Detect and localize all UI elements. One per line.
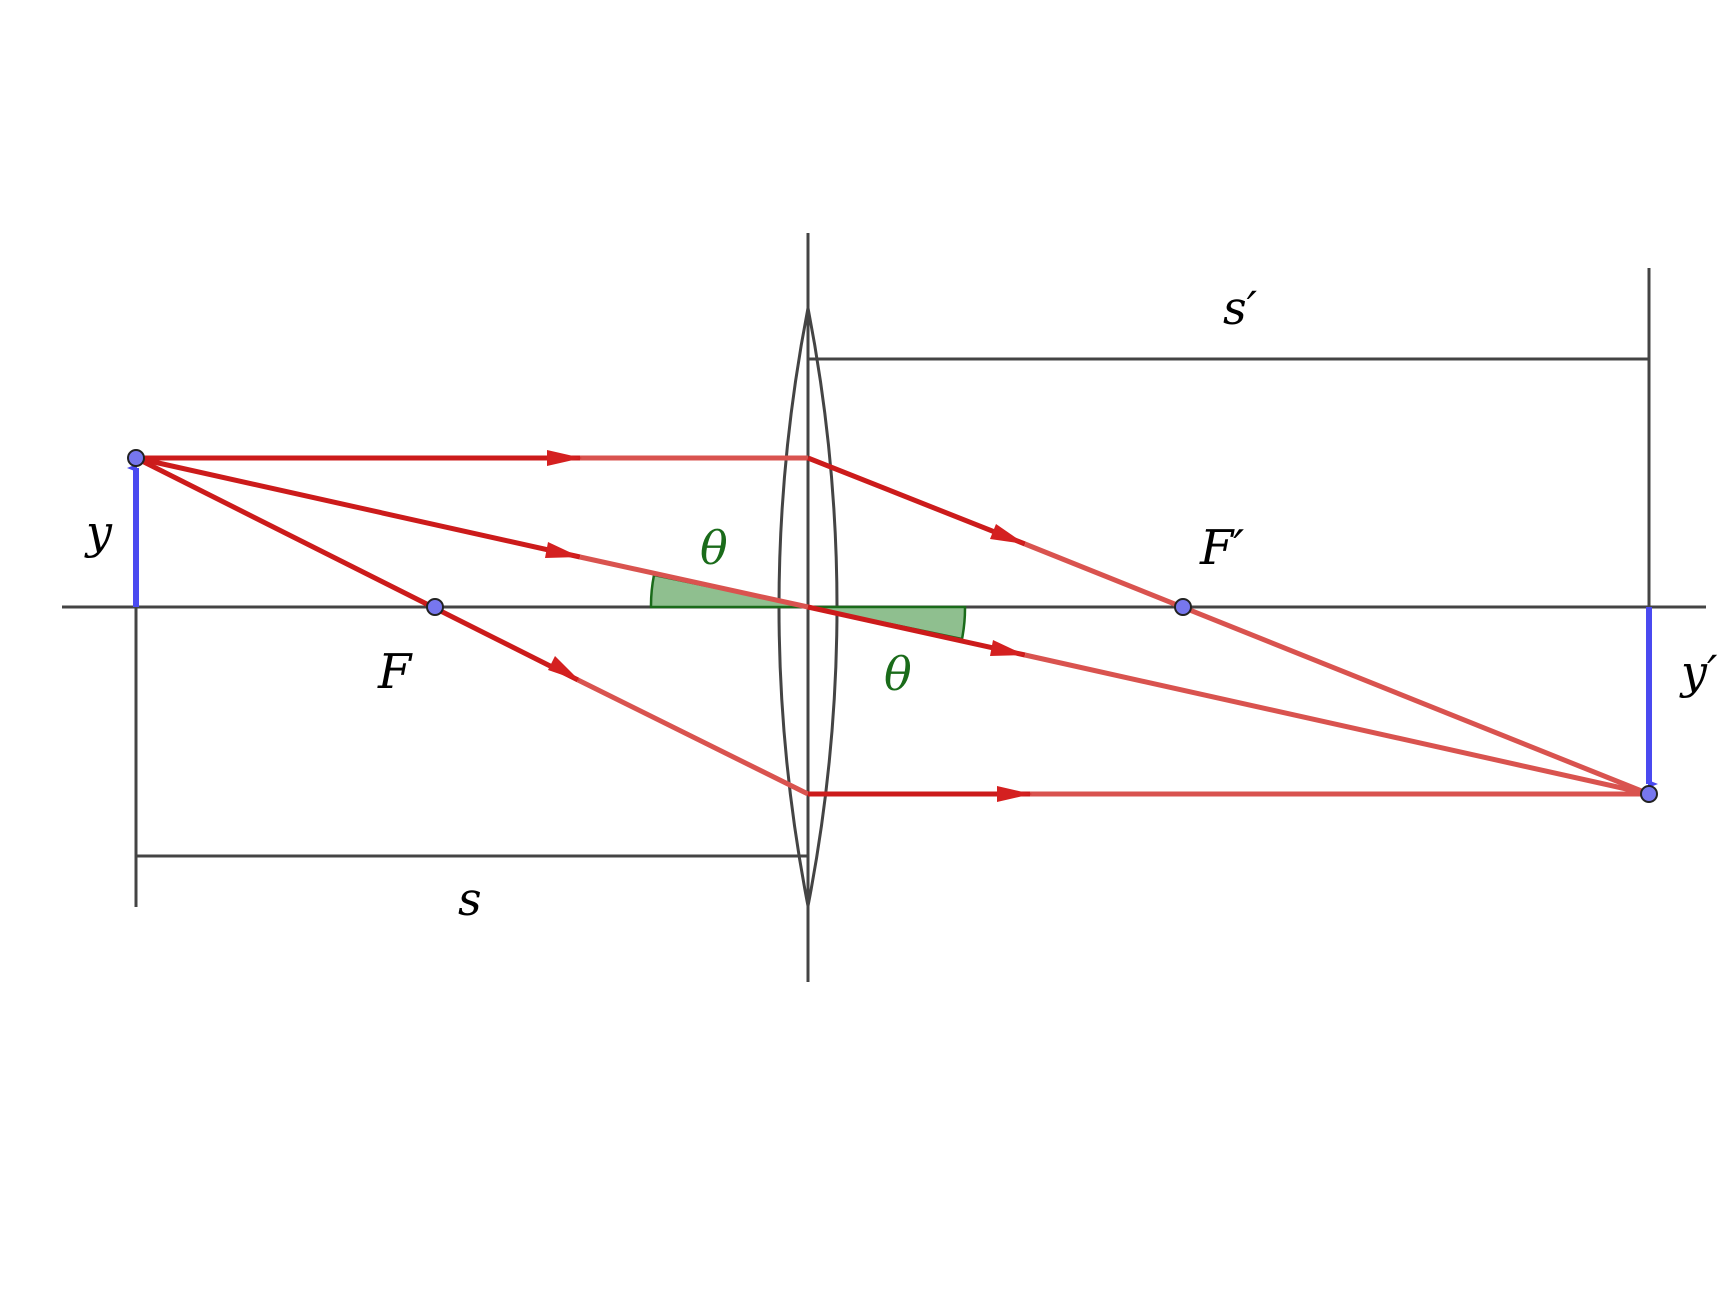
label-angle-theta-left: θ (700, 521, 728, 575)
converging-lens (777, 307, 839, 907)
label-y: y (84, 505, 113, 559)
label-focal-front: F (377, 644, 413, 700)
ray-chief-arrow-2 (990, 640, 1025, 656)
image-tip-point (1640, 785, 1658, 803)
ray-focal-arrow-1 (548, 656, 580, 681)
label-y-prime: y′ (1679, 645, 1718, 699)
ray-chief (135, 455, 1650, 797)
label-s: s (458, 872, 482, 926)
focal-point-front (426, 598, 444, 616)
ray-parallel-arrow-1 (547, 450, 582, 466)
ray-parallel-arrow-2 (990, 524, 1025, 544)
label-focal-back: F′ (1199, 520, 1244, 576)
ray-parallel (136, 450, 1650, 797)
object-tip-point (127, 449, 145, 467)
ray-focal (134, 455, 1649, 802)
focal-point-back (1174, 598, 1192, 616)
ray-chief-arrow-1 (545, 542, 580, 558)
label-s-prime: s′ (1223, 281, 1258, 335)
label-angle-theta-right: θ (884, 647, 912, 701)
ray-focal-arrow-2 (997, 786, 1032, 802)
